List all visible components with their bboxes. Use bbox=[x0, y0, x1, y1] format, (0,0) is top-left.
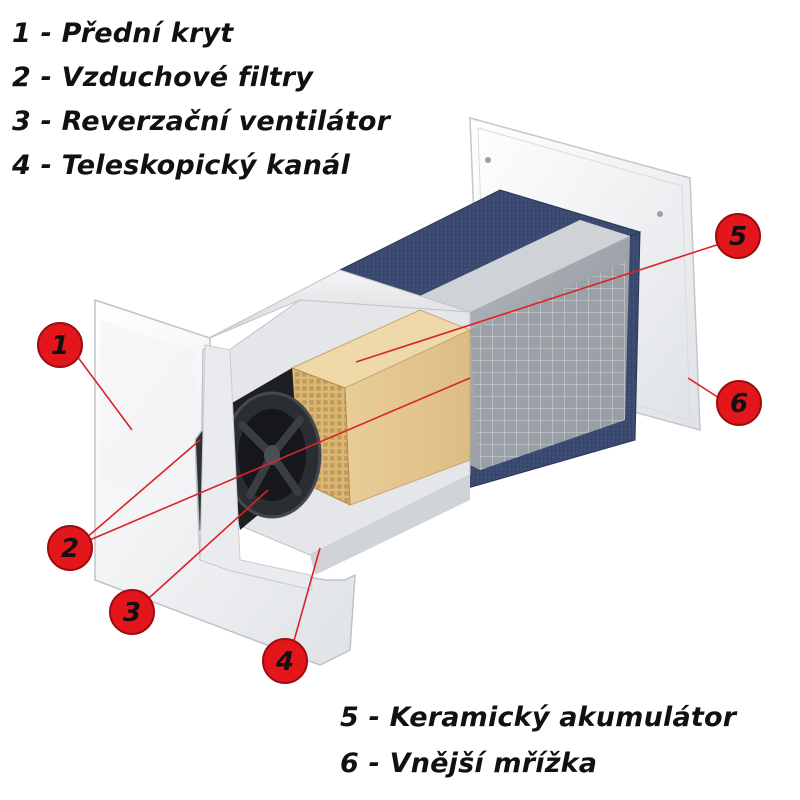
callout-1: 1 bbox=[37, 322, 83, 368]
legend-item-4: 4 - Teleskopický kanál bbox=[12, 150, 351, 181]
legend-item-1: 1 - Přední kryt bbox=[12, 18, 234, 49]
callout-1-label: 1 bbox=[51, 331, 69, 361]
callout-4: 4 bbox=[262, 638, 308, 684]
legend-item-6: 6 - Vnější mřížka bbox=[340, 748, 598, 779]
callout-5-label: 5 bbox=[729, 222, 747, 252]
callout-4-label: 4 bbox=[275, 647, 294, 677]
callout-2: 2 bbox=[47, 525, 93, 571]
front-cover bbox=[94, 298, 356, 666]
legend-item-5: 5 - Keramický akumulátor bbox=[340, 702, 737, 733]
leader-lines bbox=[73, 239, 733, 656]
legend-item-2: 2 - Vzduchové filtry bbox=[12, 62, 314, 93]
reversible-fan bbox=[220, 368, 322, 530]
callout-6-label: 6 bbox=[730, 389, 748, 419]
duct-interior bbox=[420, 220, 630, 470]
legend-item-3: 3 - Reverzační ventilátor bbox=[12, 106, 391, 137]
callout-3: 3 bbox=[109, 589, 155, 635]
callout-5: 5 bbox=[715, 213, 761, 259]
callout-6: 6 bbox=[716, 380, 762, 426]
callout-2-label: 2 bbox=[61, 534, 79, 564]
callout-3-label: 3 bbox=[123, 598, 141, 628]
